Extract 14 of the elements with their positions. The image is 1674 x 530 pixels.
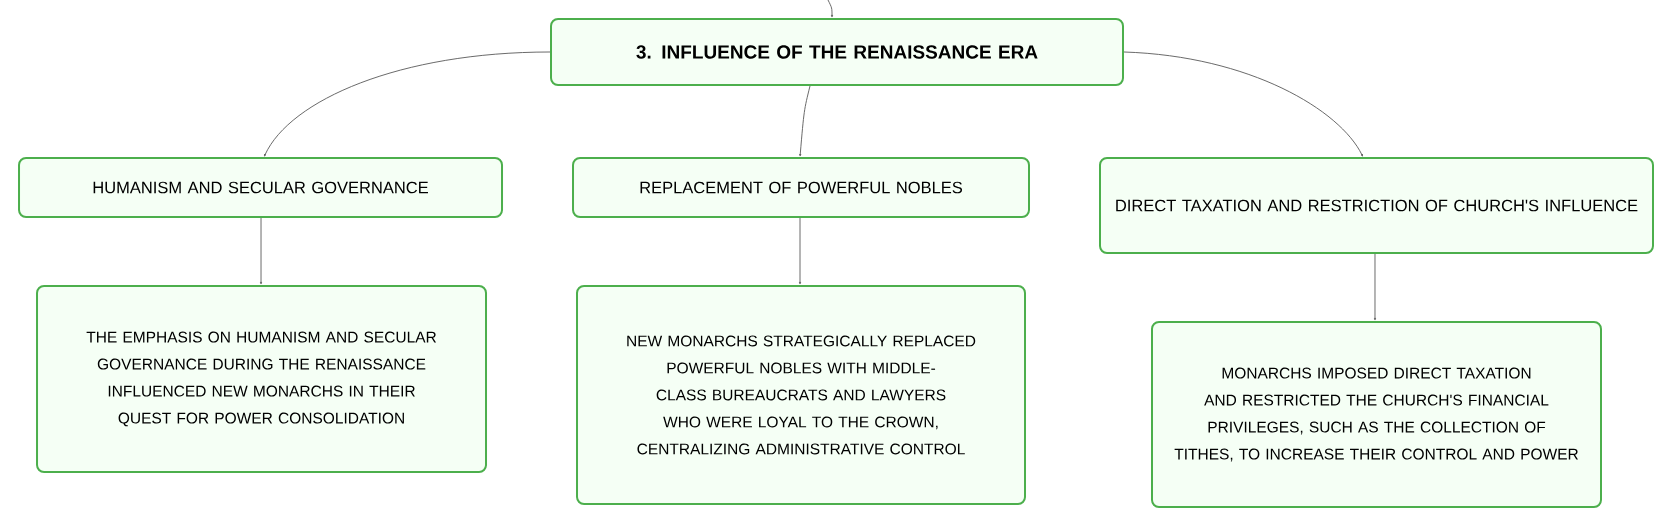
connector-arrow	[1123, 51, 1363, 157]
title-box: 3. INFLUENCE OF THE RENAISSANCE ERA	[550, 18, 1124, 86]
detail-box: THE EMPHASIS ON HUMANISM AND SECULAR GOVERNANCE DURING THE RENAISSANCE INFLUENCED NEW MONARCHS IN THEIR QUEST FOR POWER CONSOLIDATION	[36, 285, 487, 473]
connector-arrow	[827, 0, 834, 18]
topic-box: DIRECT TAXATION AND RESTRICTION OF CHURCH'S INFLUENCE	[1099, 157, 1654, 254]
connector-arrow	[1373, 253, 1377, 321]
connector-arrow	[259, 217, 263, 285]
detail-box: NEW MONARCHS STRATEGICALLY REPLACED POWERFUL NOBLES WITH MIDDLE-CLASS BUREAUCRATS AND LAWYERS WHO WERE LOYAL TO THE CROWN, CENTRALIZING ADMINISTRATIVE CONTROL	[576, 285, 1026, 505]
detail-box: MONARCHS IMPOSED DIRECT TAXATION AND RESTRICTED THE CHURCH'S FINANCIAL PRIVILEGES, SUCH AS THE COLLECTION OF TITHES, TO INCREASE THEIR CONTROL AND POWER	[1151, 321, 1602, 508]
connector-arrow	[798, 217, 802, 285]
topic-box: HUMANISM AND SECULAR GOVERNANCE	[18, 157, 503, 218]
connector-arrow	[264, 51, 551, 157]
connector-arrow	[799, 85, 811, 157]
topic-box: REPLACEMENT OF POWERFUL NOBLES	[572, 157, 1030, 218]
